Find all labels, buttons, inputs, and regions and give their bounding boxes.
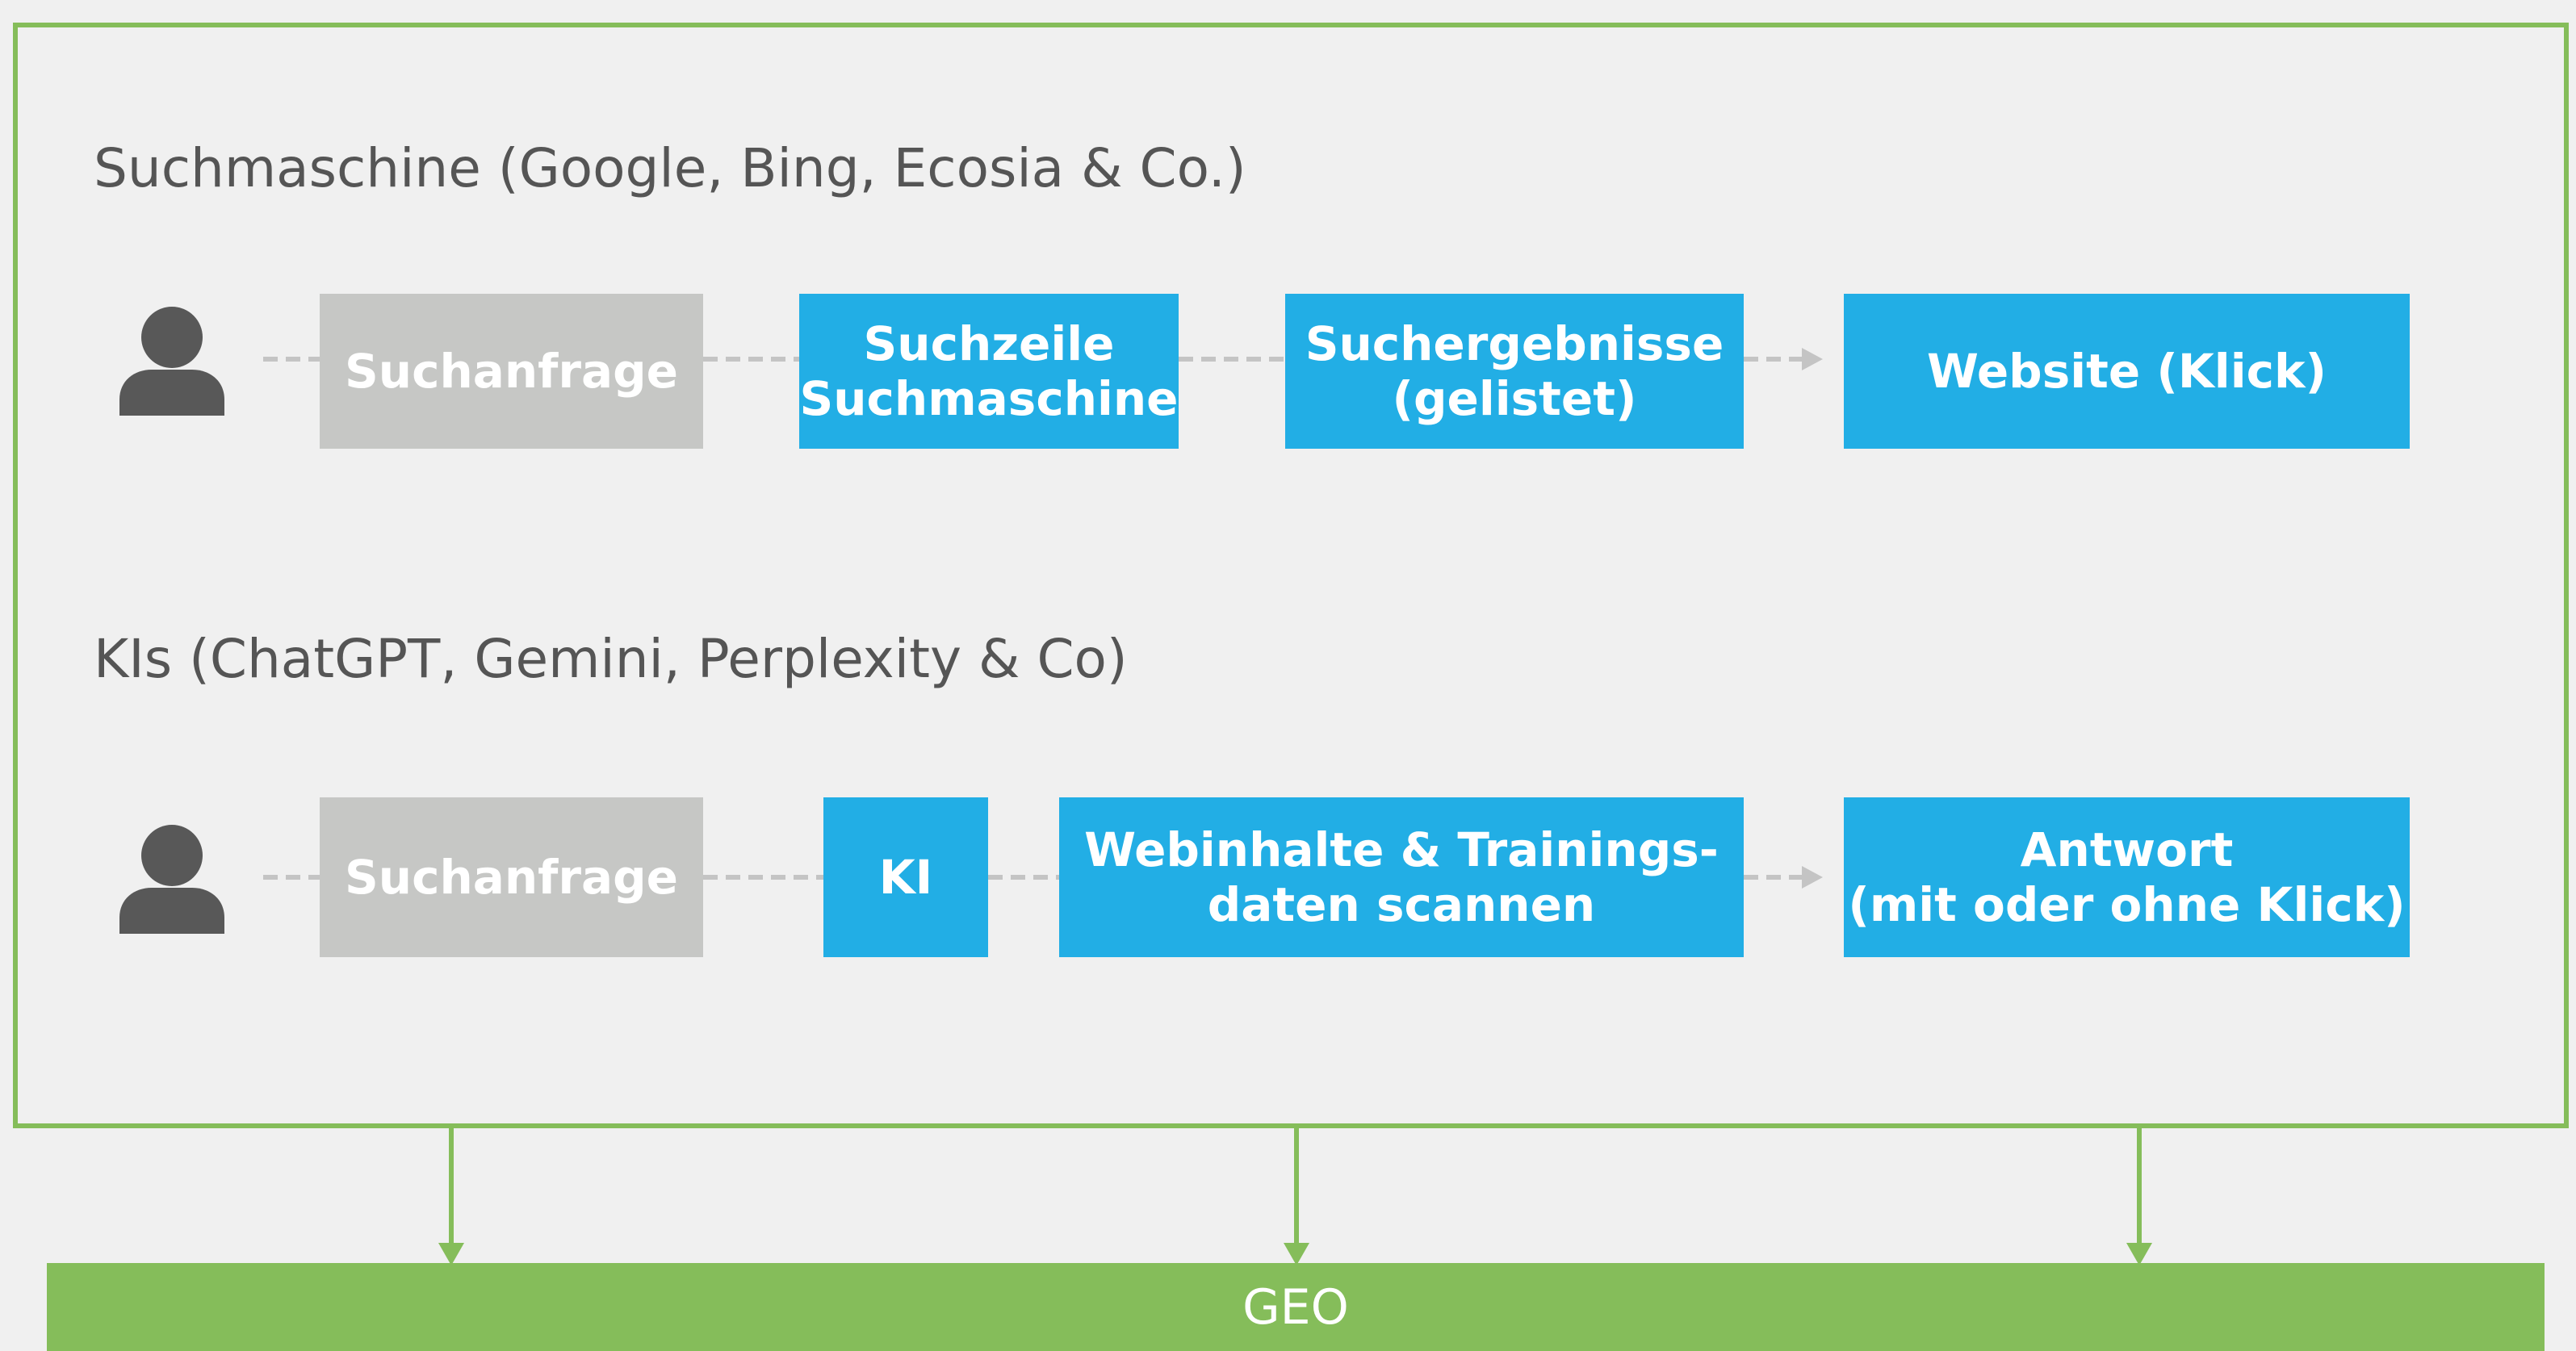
person-icon — [119, 825, 224, 934]
step-search-results: Suchergebnisse (gelistet) — [1285, 294, 1744, 449]
step-label: KI — [878, 849, 933, 905]
step-label: Suchanfrage — [345, 343, 678, 399]
down-arrow-icon — [2126, 1243, 2152, 1265]
down-arrow-icon — [1284, 1243, 1309, 1265]
step-ai: KI — [823, 797, 988, 957]
step-search-query: Suchanfrage — [320, 294, 703, 449]
step-scan-content: Webinhalte & Trainings- daten scannen — [1059, 797, 1744, 957]
person-icon — [119, 307, 224, 416]
step-search-bar: Suchzeile Suchmaschine — [799, 294, 1179, 449]
arrowhead-icon — [1802, 866, 1823, 889]
step-label: (gelistet) — [1392, 371, 1637, 426]
section-title-search-engine: Suchmaschine (Google, Bing, Ecosia & Co.… — [94, 137, 1246, 199]
step-label: daten scannen — [1207, 877, 1596, 932]
geo-bar: GEO — [47, 1263, 2545, 1351]
step-label: Suchergebnisse — [1305, 316, 1724, 371]
step-label: Antwort — [2020, 822, 2234, 877]
step-label: Webinhalte & Trainings- — [1084, 822, 1719, 877]
diagram-frame — [13, 23, 2569, 1128]
step-search-query: Suchanfrage — [320, 797, 703, 957]
step-answer: Antwort (mit oder ohne Klick) — [1844, 797, 2410, 957]
down-arrow-icon — [438, 1243, 464, 1265]
geo-label: GEO — [1242, 1278, 1349, 1336]
arrowhead-icon — [1802, 348, 1823, 370]
step-label: (mit oder ohne Klick) — [1848, 877, 2406, 932]
step-label: Suchmaschine — [799, 371, 1179, 426]
section-title-ai: KIs (ChatGPT, Gemini, Perplexity & Co) — [94, 628, 1128, 690]
step-label: Suchzeile — [863, 316, 1115, 371]
step-label: Suchanfrage — [345, 849, 678, 905]
step-website: Website (Klick) — [1844, 294, 2410, 449]
step-label: Website (Klick) — [1926, 343, 2327, 399]
